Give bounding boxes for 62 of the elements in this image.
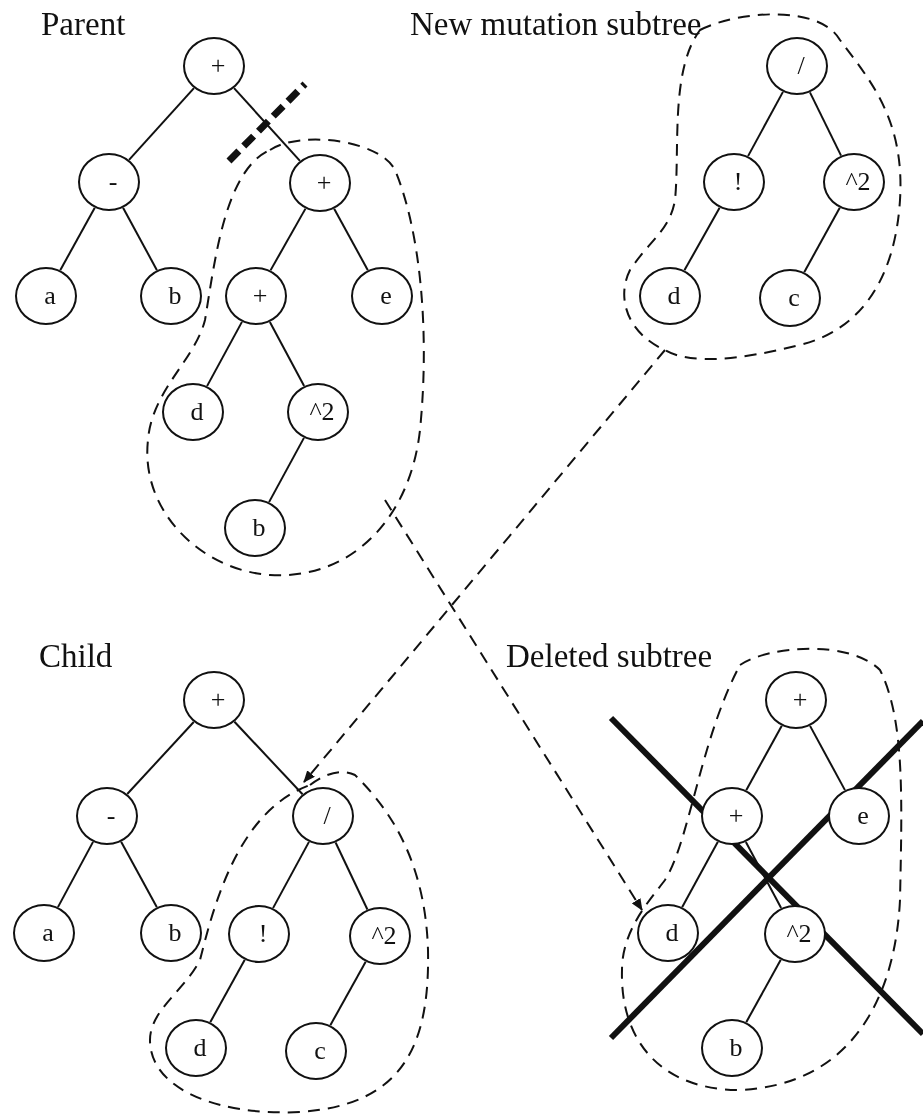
tree-node: + bbox=[183, 37, 245, 95]
tree-branch bbox=[747, 90, 784, 158]
tree-node: + bbox=[225, 267, 287, 325]
tree-branch bbox=[268, 320, 306, 388]
tree-branch bbox=[269, 207, 307, 272]
tree-node: b bbox=[140, 904, 202, 962]
tree-node: / bbox=[292, 787, 354, 845]
tree-branch bbox=[681, 840, 719, 909]
tree-node: ! bbox=[228, 905, 290, 963]
tree-node: b bbox=[224, 499, 286, 557]
tree-node: d bbox=[165, 1019, 227, 1077]
tree-node: b bbox=[701, 1019, 763, 1077]
tree-node: d bbox=[162, 383, 224, 441]
tree-node: d bbox=[639, 267, 701, 325]
tree-node: a bbox=[15, 267, 77, 325]
tree-node: + bbox=[765, 671, 827, 729]
tree-node: ^2 bbox=[287, 383, 349, 441]
tree-node: c bbox=[285, 1022, 347, 1080]
tree-node: e bbox=[351, 267, 413, 325]
heading: Parent bbox=[41, 6, 126, 43]
tree-node: e bbox=[828, 787, 890, 845]
tree-branch bbox=[809, 724, 846, 792]
tree-branch bbox=[120, 840, 158, 909]
tree-branch bbox=[206, 320, 243, 388]
tree-branch bbox=[122, 206, 158, 272]
tree-branch bbox=[334, 841, 369, 911]
tree-node: - bbox=[76, 787, 138, 845]
tree-node: ! bbox=[703, 153, 765, 211]
tree-node: d bbox=[637, 904, 699, 962]
tree-node: b bbox=[140, 267, 202, 325]
tree-branch bbox=[803, 206, 841, 274]
tree-branch bbox=[209, 958, 246, 1024]
tree-node: / bbox=[766, 37, 828, 95]
tree-branch bbox=[128, 87, 195, 161]
tree-node: ^2 bbox=[823, 153, 885, 211]
tree-node: ^2 bbox=[349, 907, 411, 965]
tree-node: + bbox=[289, 154, 351, 212]
tree-branch bbox=[268, 436, 305, 504]
tree-branch bbox=[744, 840, 783, 910]
heading: Child bbox=[39, 638, 113, 675]
tree-branch bbox=[272, 840, 310, 910]
tree-node: + bbox=[701, 787, 763, 845]
tree-branch bbox=[126, 720, 195, 796]
tree-branch bbox=[59, 206, 96, 272]
tree-branch bbox=[745, 724, 783, 792]
tree-node: - bbox=[78, 153, 140, 211]
tree-branch bbox=[808, 91, 843, 157]
tree-node: a bbox=[13, 904, 75, 962]
tree-branch bbox=[56, 840, 95, 909]
arrow bbox=[384, 499, 643, 911]
tree-branch bbox=[333, 207, 369, 272]
tree-branch bbox=[233, 87, 301, 162]
tree-node: + bbox=[183, 671, 245, 729]
heading: Deleted subtree bbox=[506, 638, 713, 675]
tree-branch bbox=[683, 206, 721, 272]
tree-node: c bbox=[759, 269, 821, 327]
tree-branch bbox=[233, 720, 304, 796]
tree-branch bbox=[329, 960, 367, 1027]
tree-node: ^2 bbox=[764, 905, 826, 963]
arrow bbox=[303, 349, 666, 783]
tree-branch bbox=[745, 958, 782, 1024]
heading: New mutation subtree bbox=[410, 6, 702, 43]
